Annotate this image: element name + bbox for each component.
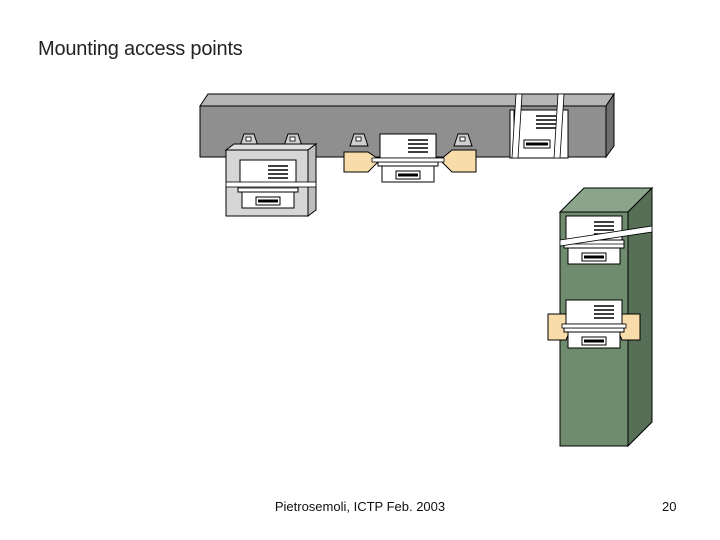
slide-title: Mounting access points: [38, 38, 243, 60]
slide-footer: Pietrosemoli, ICTP Feb. 2003: [274, 499, 446, 514]
hanger-clamp-icon: [349, 133, 369, 147]
strap-icon: [511, 93, 523, 159]
bracket-mounted-access-point: [343, 132, 477, 184]
hanging-enclosure-access-point: [224, 133, 318, 217]
mounting-bracket-icon: [343, 151, 381, 173]
strapped-access-point-on-pillar: [559, 214, 653, 266]
hanger-clamp-icon: [453, 133, 473, 147]
mounting-bracket-icon: [439, 149, 477, 173]
slide-number: 20: [662, 499, 677, 514]
strapped-access-point-on-beam: [509, 93, 569, 159]
strap-icon: [553, 93, 565, 159]
strap-icon: [559, 225, 653, 247]
bracket-mounted-access-point-on-pillar: [547, 298, 641, 350]
